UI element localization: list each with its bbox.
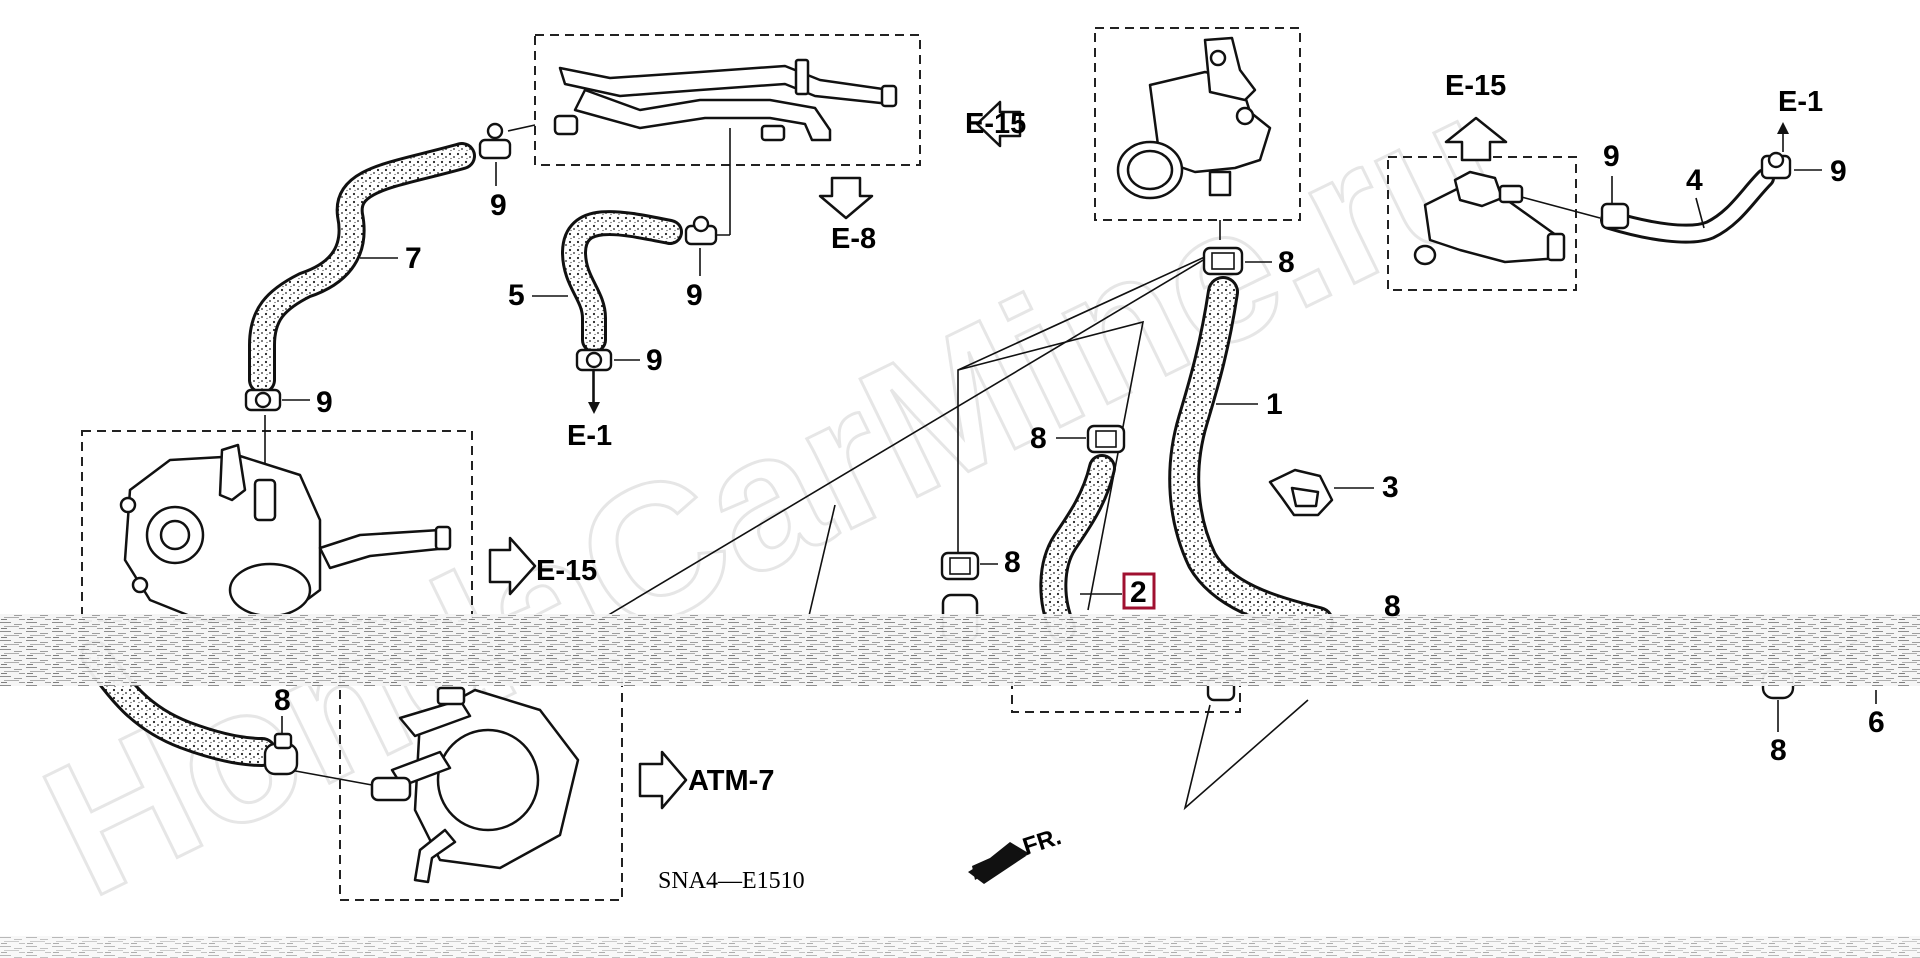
callout-9-outlet: 9 — [1603, 140, 1620, 173]
clamp-9-lower — [575, 348, 613, 372]
callout-9-right: 9 — [1830, 155, 1847, 188]
ref-label-e1-left: E-1 — [567, 420, 612, 452]
clip-part-3 — [1268, 468, 1334, 517]
clamp-9-outlet — [1600, 202, 1630, 230]
hose-1 — [1168, 276, 1334, 638]
clamp-9-top — [478, 122, 512, 160]
water-outlet — [1413, 170, 1566, 266]
callout-8-right: 8 — [1384, 590, 1401, 623]
dashed-box-throttle — [81, 430, 473, 622]
clamp-9-left — [244, 388, 282, 412]
water-pipe-assembly — [553, 58, 898, 142]
hose-5 — [561, 210, 683, 353]
callout-9-mid: 9 — [686, 279, 703, 312]
clamp-8-top — [1202, 246, 1244, 276]
dashed-box-pipe — [534, 34, 921, 166]
hose-2 — [1039, 454, 1116, 642]
callout-8-cooler: 8 — [274, 684, 291, 717]
scan-noise-band — [0, 614, 1920, 686]
highlight-box — [1122, 572, 1156, 610]
callout-4: 4 — [1686, 164, 1703, 197]
ref-label-e15-top: E-15 — [965, 108, 1026, 140]
clamp-9-right — [1760, 151, 1792, 180]
arrow-e15-right — [1444, 116, 1508, 162]
arrow-e15-top — [975, 100, 1022, 148]
arrow-fr — [968, 842, 1030, 884]
arrow-e1-down — [588, 370, 600, 414]
hose-4 — [1600, 168, 1775, 244]
clamp-8-cooler — [263, 732, 299, 776]
clamp-8-mid — [1086, 424, 1126, 454]
clamp-9-mid — [684, 215, 718, 246]
ref-label-atm7: ATM-7 — [688, 765, 774, 797]
scan-noise-bottom — [0, 936, 1920, 958]
callout-3: 3 — [1382, 471, 1399, 504]
dashed-box-bottom — [1011, 680, 1241, 713]
callout-1: 1 — [1266, 388, 1283, 421]
atf-cooler — [370, 686, 580, 884]
callout-7: 7 — [405, 242, 422, 275]
callout-8-top: 8 — [1278, 246, 1295, 279]
diagram-code: SNA4—E1510 — [658, 868, 805, 894]
callout-8-left: 8 — [1004, 546, 1021, 579]
ref-label-e8: E-8 — [831, 223, 876, 255]
clamp-8-left — [940, 551, 980, 581]
callout-8-mid: 8 — [1030, 422, 1047, 455]
arrow-e8 — [818, 176, 874, 220]
ref-label-e1-right: E-1 — [1778, 86, 1823, 118]
ref-label-e15-right: E-15 — [1445, 70, 1506, 102]
thermostat-housing — [1116, 36, 1272, 200]
dashed-box-thermostat — [1094, 27, 1301, 221]
callout-5: 5 — [508, 279, 525, 312]
arrow-e1-right — [1777, 122, 1789, 152]
callout-2-highlight[interactable]: 2 — [1122, 572, 1156, 610]
callout-9-left: 9 — [316, 386, 333, 419]
callout-9-top: 9 — [490, 189, 507, 222]
throttle-body — [119, 443, 452, 622]
hose-7 — [248, 142, 476, 394]
arrow-e15-left — [488, 536, 537, 596]
front-label: FR. — [1020, 823, 1065, 861]
ref-label-e15-left: E-15 — [536, 555, 597, 587]
callout-6: 6 — [1868, 706, 1885, 739]
callout-2: 2 — [1130, 576, 1147, 609]
callout-8-bottom-right: 8 — [1770, 734, 1787, 767]
arrow-atm7 — [638, 750, 688, 810]
callout-9-lower: 9 — [646, 344, 663, 377]
